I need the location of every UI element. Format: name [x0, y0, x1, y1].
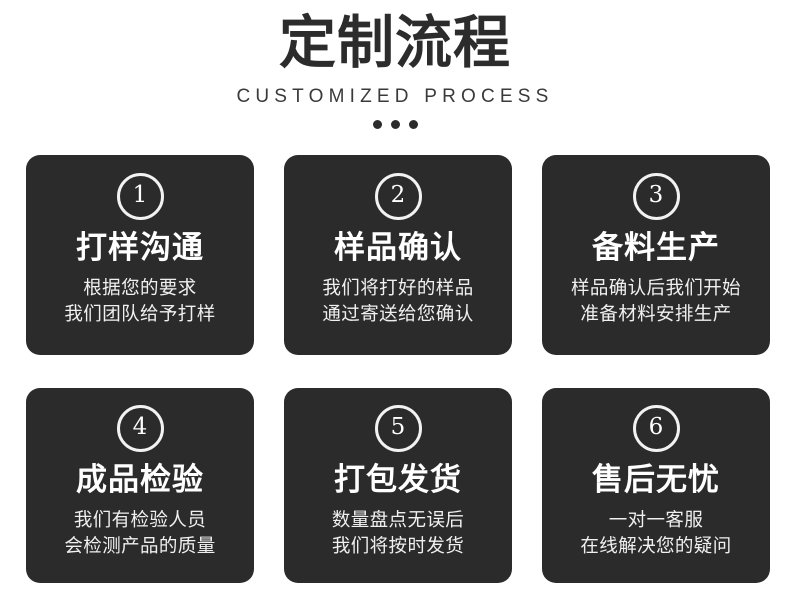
process-step-card-5: 5 打包发货 数量盘点无误后 我们将按时发货	[284, 388, 512, 583]
step-description-line-1: 数量盘点无误后	[331, 509, 465, 531]
step-description-line-1: 根据您的要求	[83, 277, 197, 299]
step-description: 样品确认后我们开始 准备材料安排生产	[571, 276, 741, 330]
step-title: 打样沟通	[76, 230, 204, 266]
step-number: 6	[648, 414, 664, 440]
step-title: 售后无忧	[592, 462, 720, 498]
step-title: 样品确认	[334, 230, 462, 266]
process-step-card-2: 2 样品确认 我们将打好的样品 通过寄送给您确认	[284, 155, 512, 355]
page-subtitle: CUSTOMIZED PROCESS	[236, 85, 554, 107]
process-step-card-4: 4 成品检验 我们有检验人员 会检测产品的质量	[26, 388, 254, 583]
step-number-badge-icon: 5	[374, 405, 422, 452]
step-description-line-2: 我们将按时发货	[331, 536, 465, 558]
step-number: 1	[132, 182, 148, 208]
divider-dot	[372, 120, 382, 130]
step-description: 一对一客服 在线解决您的疑问	[580, 508, 731, 562]
step-number: 3	[648, 182, 664, 208]
page-title: 定制流程	[279, 10, 511, 76]
step-number-badge-icon: 4	[116, 405, 164, 452]
page-header: 定制流程 CUSTOMIZED PROCESS	[0, 0, 790, 130]
step-description-line-1: 样品确认后我们开始	[570, 277, 742, 299]
step-description-line-1: 一对一客服	[608, 509, 704, 531]
step-title: 备料生产	[592, 230, 720, 266]
step-number-badge-icon: 3	[632, 173, 680, 220]
step-description: 我们有检验人员 会检测产品的质量	[64, 508, 215, 562]
step-number: 4	[132, 414, 148, 440]
step-number: 2	[390, 182, 406, 208]
step-description-line-2: 会检测产品的质量	[64, 536, 216, 558]
process-step-card-1: 1 打样沟通 根据您的要求 我们团队给予打样	[26, 155, 254, 355]
process-step-card-6: 6 售后无忧 一对一客服 在线解决您的疑问	[542, 388, 770, 583]
step-description-line-1: 我们有检验人员	[73, 509, 207, 531]
step-description-line-2: 我们团队给予打样	[64, 304, 216, 326]
step-description: 数量盘点无误后 我们将按时发货	[332, 508, 464, 562]
step-description: 我们将打好的样品 通过寄送给您确认	[322, 276, 473, 330]
step-title: 成品检验	[76, 462, 204, 498]
process-steps-grid: 1 打样沟通 根据您的要求 我们团队给予打样 2 样品确认 我们将打好的样品 通…	[26, 155, 770, 583]
divider-dot	[408, 120, 418, 130]
dot-divider	[0, 120, 790, 130]
step-description: 根据您的要求 我们团队给予打样	[64, 276, 215, 330]
step-number-badge-icon: 2	[374, 173, 422, 220]
step-number-badge-icon: 1	[116, 173, 164, 220]
step-number-badge-icon: 6	[632, 405, 680, 452]
step-description-line-1: 我们将打好的样品	[322, 277, 474, 299]
divider-dot	[390, 120, 400, 130]
process-step-card-3: 3 备料生产 样品确认后我们开始 准备材料安排生产	[542, 155, 770, 355]
step-description-line-2: 在线解决您的疑问	[580, 536, 732, 558]
step-number: 5	[390, 414, 406, 440]
step-description-line-2: 通过寄送给您确认	[322, 304, 474, 326]
step-title: 打包发货	[334, 462, 462, 498]
step-description-line-2: 准备材料安排生产	[580, 304, 732, 326]
